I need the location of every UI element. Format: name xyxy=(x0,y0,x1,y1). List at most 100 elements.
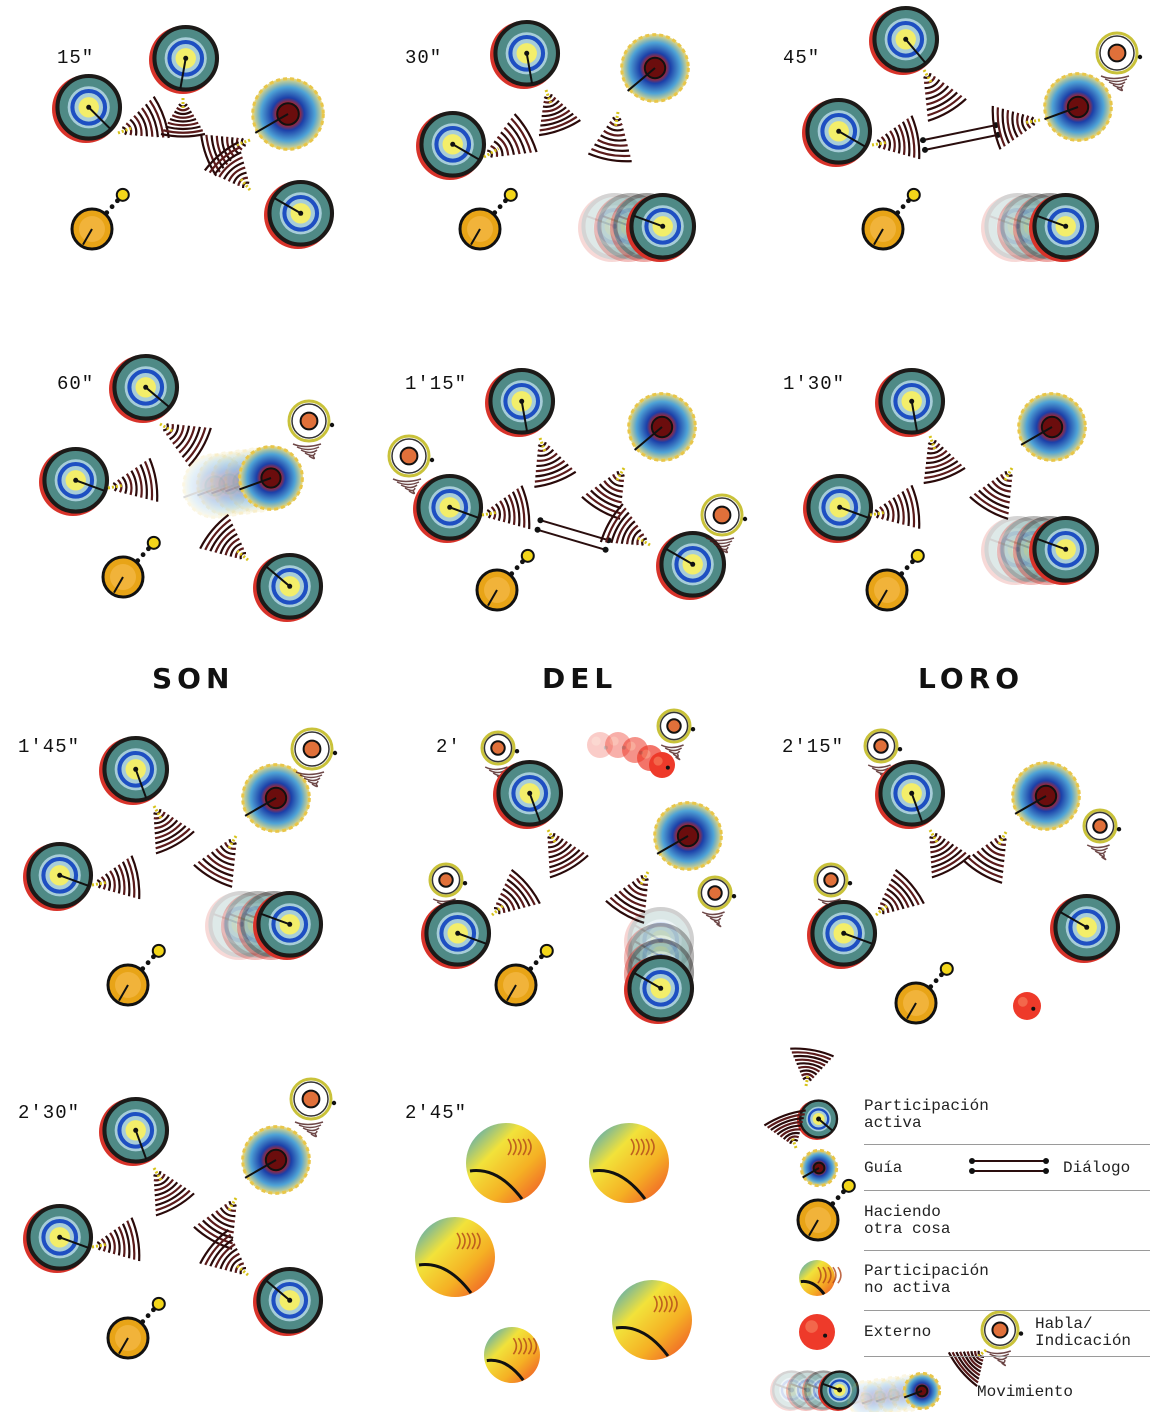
guide xyxy=(1017,392,1087,462)
legend-divider-2 xyxy=(864,1190,1150,1191)
participant-other xyxy=(861,187,921,251)
participant-other xyxy=(101,535,161,599)
attention-fan xyxy=(763,1109,806,1149)
timestamp-1m30s: 1′30″ xyxy=(783,373,846,395)
external-person xyxy=(799,1314,835,1350)
dialogue-link xyxy=(919,122,1002,153)
participant-active xyxy=(869,5,940,75)
external-person xyxy=(1013,992,1041,1020)
attention-fan xyxy=(538,89,581,137)
attention-fan xyxy=(587,111,632,163)
guide xyxy=(1011,761,1081,831)
speaking-indicator xyxy=(287,399,335,460)
guide xyxy=(241,1125,311,1195)
legend-label-active: Participación activa xyxy=(864,1097,989,1132)
timestamp-1m45s: 1′45″ xyxy=(18,736,81,758)
legend-label-movement: Movimiento xyxy=(977,1383,1074,1401)
participant-active xyxy=(1029,192,1100,262)
attention-fan xyxy=(871,115,921,160)
participant-active xyxy=(802,97,873,167)
participant-other xyxy=(106,1296,166,1360)
timestamp-2m45s: 2′45″ xyxy=(405,1102,468,1124)
attention-fan xyxy=(790,1047,834,1087)
participant-active xyxy=(875,367,946,437)
attention-fan xyxy=(152,1167,195,1217)
attention-fan xyxy=(534,437,577,488)
speaking-indicator xyxy=(980,1310,1024,1367)
attention-fan xyxy=(481,485,531,530)
participant-other xyxy=(106,943,166,1007)
attention-fan xyxy=(605,871,650,924)
guide xyxy=(238,445,304,511)
participant-active xyxy=(413,473,484,543)
legend-divider-1 xyxy=(864,1144,1150,1145)
attention-fan xyxy=(869,484,921,529)
participant-other xyxy=(458,187,518,251)
participant-active xyxy=(624,954,695,1024)
attention-fan xyxy=(199,1228,249,1277)
participant-active xyxy=(52,73,123,143)
legend-symbols xyxy=(763,1047,1049,1412)
participant-active xyxy=(253,552,324,622)
guide xyxy=(251,77,325,151)
legend-label-external: Externo xyxy=(864,1323,932,1341)
timestamp-15s: 15″ xyxy=(57,47,95,69)
attention-fan xyxy=(193,835,238,888)
timestamp-2m: 2′ xyxy=(436,736,461,758)
dialogue-link xyxy=(534,517,612,553)
attention-fan xyxy=(159,422,212,467)
legend-divider-4 xyxy=(864,1310,1150,1311)
attention-fan xyxy=(491,868,541,917)
participant-other xyxy=(475,548,535,612)
participant-active xyxy=(421,899,492,969)
title-word-loro: LORO xyxy=(918,662,1025,695)
speaking-indicator xyxy=(700,493,748,554)
title-word-son: SON xyxy=(152,662,235,695)
dialogue-link xyxy=(969,1158,1049,1174)
participant-active xyxy=(23,841,94,911)
participant-active xyxy=(416,110,487,180)
participant-passive xyxy=(466,1123,546,1203)
attention-fan xyxy=(193,1197,238,1250)
attention-fan xyxy=(928,829,971,879)
attention-fan xyxy=(160,98,206,138)
speaking-indicator xyxy=(290,727,338,788)
attention-fan xyxy=(546,829,589,879)
participant-active xyxy=(109,353,180,423)
participant-active xyxy=(875,759,946,829)
participant-other xyxy=(796,1178,856,1242)
participant-other xyxy=(865,548,925,612)
attention-fan xyxy=(947,1348,987,1388)
participant-passive xyxy=(484,1327,540,1383)
guide xyxy=(620,33,690,103)
attention-fan xyxy=(91,1217,141,1262)
legend-label-dialogue: Diálogo xyxy=(1063,1159,1131,1177)
timestamp-45s: 45″ xyxy=(783,47,821,69)
speaking-indicator xyxy=(656,708,696,761)
participant-active xyxy=(264,179,335,249)
attention-fan xyxy=(875,868,925,917)
participant-active xyxy=(656,530,727,600)
guide xyxy=(902,1371,942,1411)
legend-label-speak: Habla/ Indicación xyxy=(1035,1315,1132,1350)
guide xyxy=(627,392,697,462)
participant-active xyxy=(1050,893,1121,963)
attention-fan xyxy=(923,435,966,485)
timestamp-1m15s: 1′15″ xyxy=(405,373,468,395)
attention-fan xyxy=(581,467,626,520)
title-word-del: DEL xyxy=(542,662,618,695)
participant-active xyxy=(39,446,110,516)
timestamp-30s: 30″ xyxy=(405,47,443,69)
participant-active xyxy=(23,1203,94,1273)
participant-passive xyxy=(415,1217,495,1297)
legend-label-other: Haciendo otra cosa xyxy=(864,1203,951,1238)
timestamp-60s: 60″ xyxy=(57,373,95,395)
legend-divider-3 xyxy=(864,1250,1150,1251)
participant-active xyxy=(818,1370,860,1411)
attention-fan xyxy=(963,831,1008,884)
attention-fan xyxy=(483,113,538,159)
speaking-indicator xyxy=(1095,31,1143,92)
participant-active xyxy=(149,24,220,94)
timestamp-2m15s: 2′15″ xyxy=(782,736,845,758)
external-person xyxy=(649,752,675,778)
